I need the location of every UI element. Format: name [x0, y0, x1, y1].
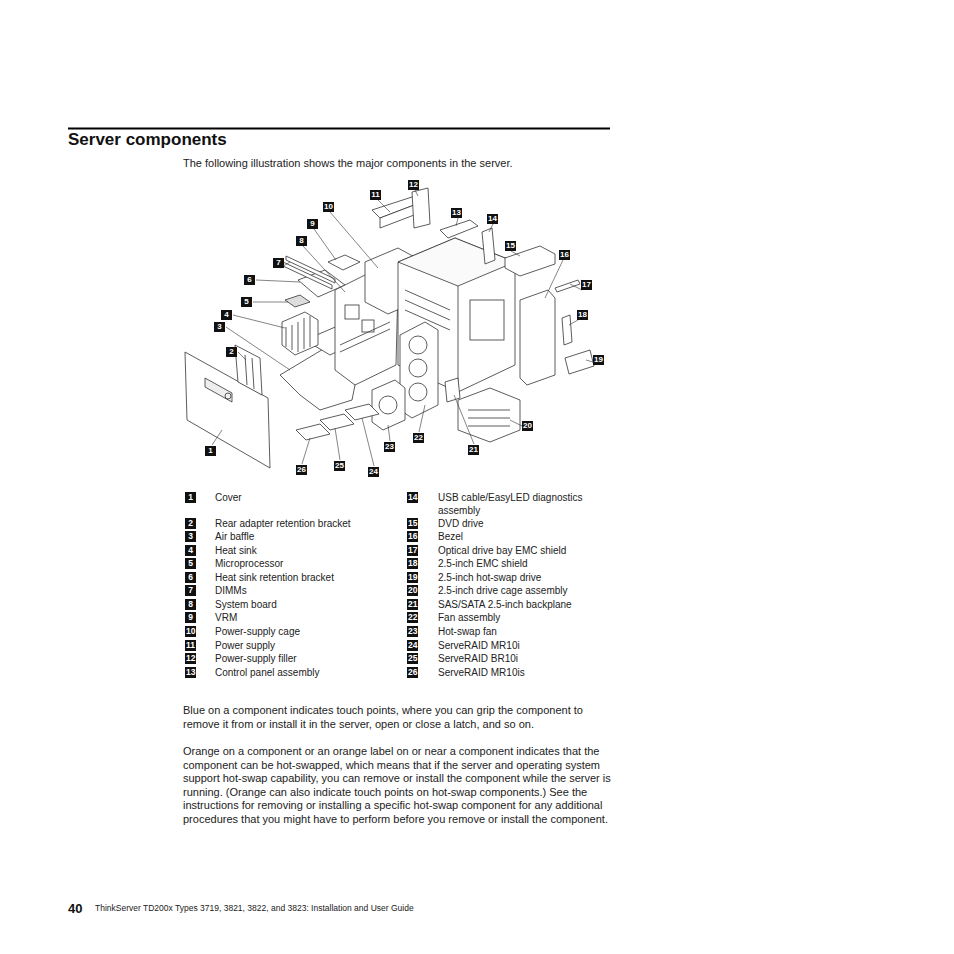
callout-number: 17 [581, 280, 592, 290]
table-callout: 25 [407, 653, 418, 664]
component-name: 2.5-inch hot-swap drive [438, 572, 598, 585]
callout-number: 3 [214, 322, 225, 332]
callout-number: 2 [226, 347, 237, 357]
component-name: Power supply [215, 640, 385, 653]
table-callout: 21 [407, 599, 418, 610]
component-name: ServeRAID MR10i [438, 640, 598, 653]
component-name: 2.5-inch EMC shield [438, 558, 598, 571]
body-paragraph: Blue on a component indicates touch poin… [183, 704, 613, 731]
callout-number: 10 [323, 202, 334, 212]
component-name: Heat sink retention bracket [215, 572, 385, 585]
callout-number: 19 [593, 355, 604, 365]
table-callout: 6 [185, 572, 196, 583]
component-name: Power-supply cage [215, 626, 385, 639]
table-callout: 15 [407, 518, 418, 529]
component-name: DIMMs [215, 585, 385, 598]
callout-number: 22 [413, 433, 424, 443]
component-name: Rear adapter retention bracket [215, 518, 385, 531]
callout-number: 24 [368, 467, 379, 477]
callout-number: 13 [451, 208, 462, 218]
table-callout: 18 [407, 558, 418, 569]
intro-text: The following illustration shows the maj… [183, 156, 613, 170]
page-heading: Server components [68, 130, 227, 150]
table-callout: 20 [407, 585, 418, 596]
footer-text: ThinkServer TD200x Types 3719, 3821, 382… [95, 903, 414, 914]
table-callout: 24 [407, 640, 418, 651]
table-callout: 26 [407, 667, 418, 678]
table-callout: 16 [407, 531, 418, 542]
table-callout: 5 [185, 558, 196, 569]
component-name: VRM [215, 612, 385, 625]
component-name: Air baffle [215, 531, 385, 544]
component-name: 2.5-inch drive cage assembly [438, 585, 598, 598]
callout-number: 26 [296, 465, 307, 475]
component-name: Bezel [438, 531, 598, 544]
table-callout: 8 [185, 599, 196, 610]
component-name: Control panel assembly [215, 667, 385, 680]
component-name: USB cable/EasyLED diagnostics assembly [438, 492, 598, 517]
component-name: DVD drive [438, 518, 598, 531]
callout-number: 18 [577, 310, 588, 320]
component-name: Hot-swap fan [438, 626, 598, 639]
component-name: ServeRAID BR10i [438, 653, 598, 666]
component-name: Optical drive bay EMC shield [438, 545, 598, 558]
table-callout: 2 [185, 518, 196, 529]
callout-number: 1 [205, 446, 216, 456]
table-callout: 14 [407, 492, 418, 503]
callout-number: 4 [221, 310, 232, 320]
table-callout: 19 [407, 572, 418, 583]
table-callout: 23 [407, 626, 418, 637]
body-paragraph: Orange on a component or an orange label… [183, 745, 613, 827]
component-name: ServeRAID MR10is [438, 667, 598, 680]
table-callout: 3 [185, 531, 196, 542]
callout-number: 9 [307, 219, 318, 229]
callout-number: 12 [408, 180, 419, 190]
table-callout: 13 [185, 667, 196, 678]
table-callout: 10 [185, 626, 196, 637]
table-callout: 11 [185, 640, 196, 651]
table-callout: 7 [185, 585, 196, 596]
component-name: System board [215, 599, 385, 612]
callout-number: 15 [505, 241, 516, 251]
table-callout: 17 [407, 545, 418, 556]
callout-number: 23 [384, 442, 395, 452]
callout-number: 7 [273, 258, 284, 268]
table-callout: 22 [407, 612, 418, 623]
callout-number: 25 [334, 461, 345, 471]
callout-number: 16 [559, 250, 570, 260]
table-callout: 4 [185, 545, 196, 556]
callout-number: 6 [244, 275, 255, 285]
component-name: Fan assembly [438, 612, 598, 625]
callout-number: 14 [487, 214, 498, 224]
component-name: SAS/SATA 2.5-inch backplane [438, 599, 598, 612]
callout-number: 5 [241, 297, 252, 307]
callout-number: 21 [468, 445, 479, 455]
callout-number: 11 [370, 190, 381, 200]
page-number: 40 [68, 901, 82, 916]
callout-number: 8 [296, 236, 307, 246]
table-callout: 12 [185, 653, 196, 664]
callout-number: 20 [522, 421, 533, 431]
table-callout: 9 [185, 612, 196, 623]
component-name: Microprocessor [215, 558, 385, 571]
component-name: Power-supply filler [215, 653, 385, 666]
table-callout: 1 [185, 492, 196, 503]
component-name: Heat sink [215, 545, 385, 558]
component-name: Cover [215, 492, 385, 505]
